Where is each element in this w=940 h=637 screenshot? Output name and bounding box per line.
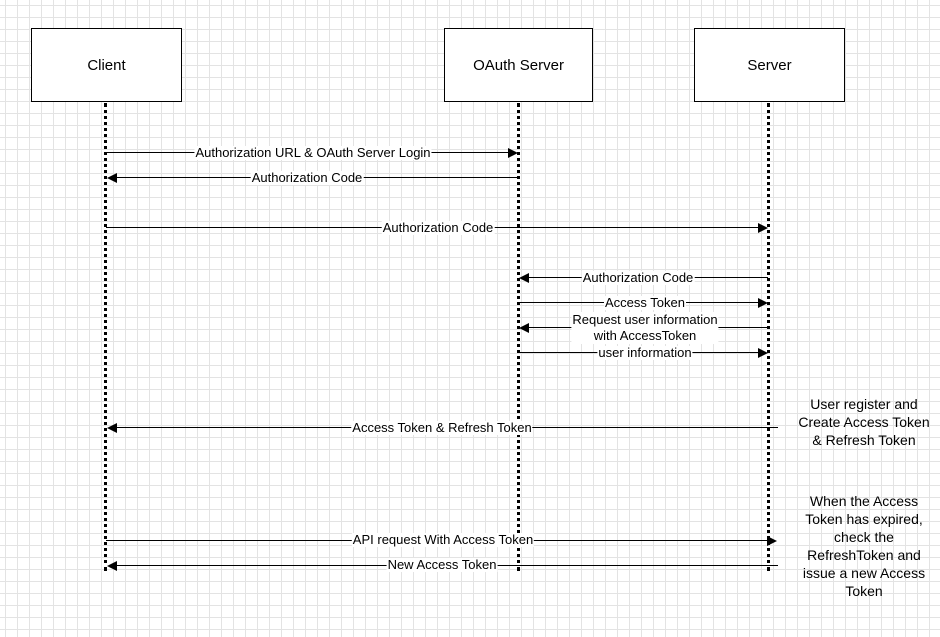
actor-server: Server [694, 28, 845, 102]
message-label: Request user information with AccessToke… [571, 312, 719, 344]
message-label: New Access Token [386, 557, 498, 572]
arrow-head-right-icon [767, 536, 777, 546]
note-token-expired: When the Access Token has expired, check… [802, 493, 926, 599]
actor-oauth-server-label: OAuth Server [473, 56, 564, 74]
lifeline-client [104, 103, 107, 571]
message-label: Authorization Code [250, 170, 364, 185]
arrow-head-right-icon [508, 148, 518, 158]
message-label: Access Token [604, 295, 686, 310]
arrow-head-right-icon [758, 223, 768, 233]
arrow-head-right-icon [758, 348, 768, 358]
lifeline-server [767, 103, 770, 571]
arrow-head-left-icon [519, 323, 529, 333]
arrow-head-left-icon [107, 423, 117, 433]
actor-server-label: Server [747, 56, 792, 74]
message-label: Access Token & Refresh Token [351, 420, 533, 435]
message-label: Authorization URL & OAuth Server Login [194, 145, 432, 160]
message-label: Authorization Code [381, 220, 495, 235]
actor-oauth-server: OAuth Server [444, 28, 593, 102]
arrow-head-left-icon [107, 173, 117, 183]
arrow-head-left-icon [107, 561, 117, 571]
note-user-register: User register and Create Access Token & … [798, 396, 930, 448]
arrow-head-left-icon [519, 273, 529, 283]
arrow-head-right-icon [758, 298, 768, 308]
message-label: Authorization Code [581, 270, 695, 285]
message-label: user information [597, 345, 693, 360]
message-label: API request With Access Token [351, 532, 535, 547]
actor-client-label: Client [87, 56, 126, 74]
lifeline-oauth-server [517, 103, 520, 571]
actor-client: Client [31, 28, 182, 102]
